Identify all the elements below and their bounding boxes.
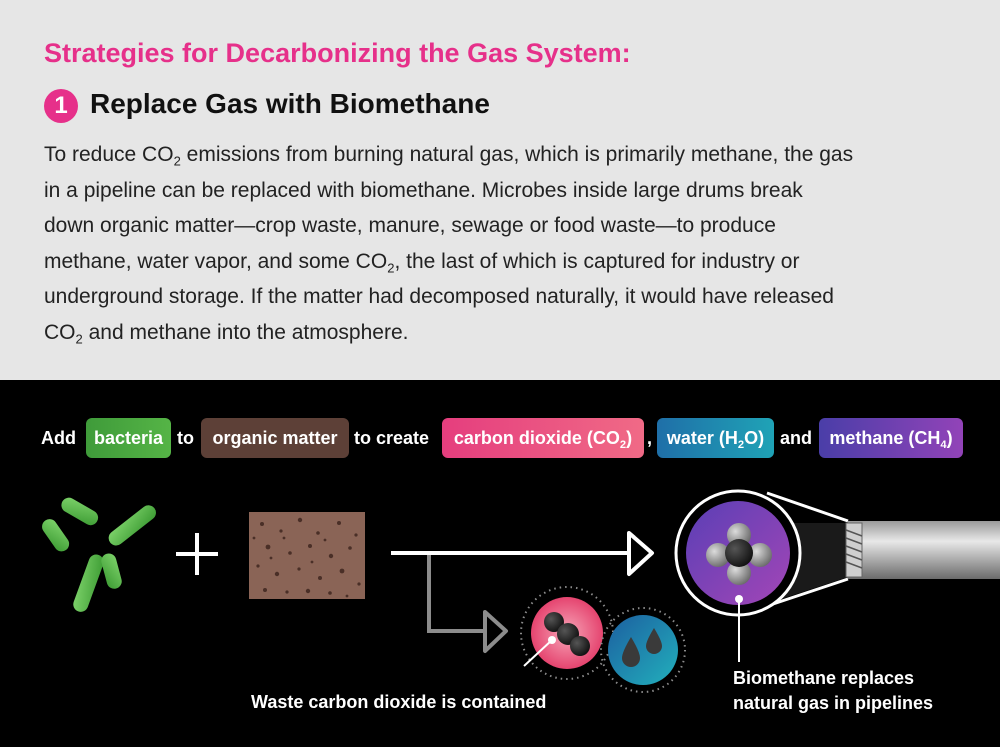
organic-matter-icon: [249, 512, 365, 599]
eq-and-text: and: [780, 428, 813, 448]
methane-label: methane (CH4): [819, 418, 963, 458]
plus-icon: [176, 533, 218, 575]
series-kicker: Strategies for Decarbonizing the Gas Sys…: [44, 38, 631, 68]
eq-to-text: to: [177, 428, 194, 448]
paragraph-line: in a pipeline can be replaced with biome…: [44, 178, 803, 202]
text-panel: [0, 0, 1000, 380]
carbon-dioxide-label: carbon dioxide (CO2): [442, 418, 644, 458]
paragraph-line: down organic matter—crop waste, manure, …: [44, 214, 776, 237]
intro-paragraph: To reduce CO2 emissions from burning nat…: [44, 137, 974, 350]
carbon-dioxide-molecule-icon: [520, 586, 614, 680]
process-equation: Add bacteria to organic matter to create…: [0, 418, 1000, 458]
page-title: Replace Gas with Biomethane: [90, 88, 490, 119]
paragraph-line: CO2 and methane into the atmosphere.: [44, 320, 409, 347]
methane-molecule-icon: [706, 523, 772, 585]
flow-arrow-main: [391, 531, 654, 576]
bacteria-label: bacteria: [86, 418, 171, 458]
pipeline-icon: [674, 489, 1000, 617]
paragraph-line: To reduce CO2 emissions from burning nat…: [44, 143, 854, 169]
flow-arrow-branch: [427, 555, 508, 653]
pipeline-callout-line: [735, 595, 743, 662]
waste-caption: Waste carbon dioxide is contained: [251, 692, 547, 712]
step-number-badge: 1: [44, 89, 78, 123]
pipeline-caption: Biomethane replaces natural gas in pipel…: [733, 668, 934, 713]
eq-comma: ,: [647, 428, 653, 448]
paragraph-line: methane, water vapor, and some CO2, the …: [44, 249, 800, 276]
water-droplets-icon: [600, 607, 686, 693]
waste-callout-line: [523, 636, 556, 667]
eq-add-text: Add: [41, 428, 76, 448]
eq-to-create-text: to create: [354, 428, 430, 448]
water-label: water (H2O): [657, 418, 774, 458]
paragraph-line: underground storage. If the matter had d…: [44, 285, 834, 308]
organic-matter-label: organic matter: [201, 418, 349, 458]
bacteria-icon: [42, 497, 156, 612]
